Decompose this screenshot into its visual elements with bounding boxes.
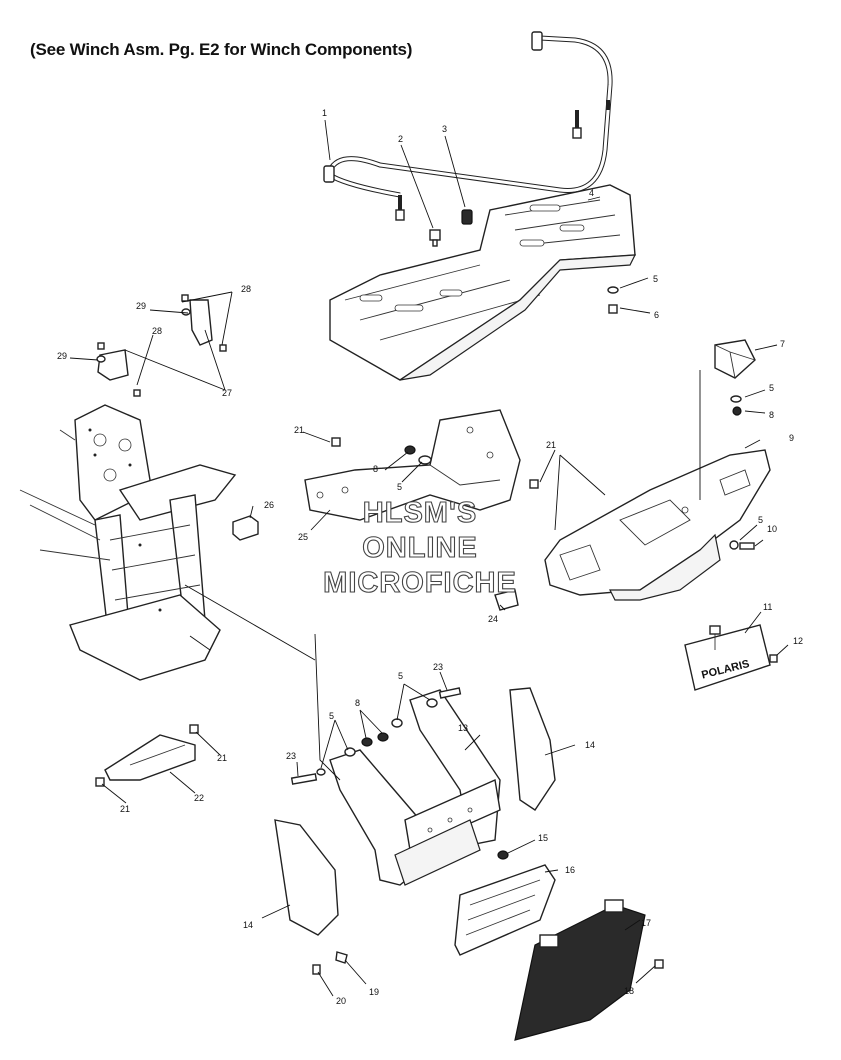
frame-skid-plate <box>95 724 199 787</box>
callout-18: 18 <box>624 986 634 996</box>
callout-numbers: 1 2 3 4 5 6 7 5 8 9 5 10 11 12 28 29 28 … <box>57 108 803 1006</box>
radiator-grille <box>454 864 556 956</box>
callout-17: 17 <box>641 918 651 928</box>
callout-3: 3 <box>442 124 447 134</box>
callout-27: 27 <box>222 388 232 398</box>
mud-flap <box>514 899 646 1041</box>
callout-28-lower: 28 <box>152 326 162 336</box>
small-screw-clip <box>312 951 348 975</box>
side-guard-left <box>274 819 339 936</box>
polaris-plate: POLARIS <box>684 624 771 691</box>
callout-5-bumper: 5 <box>758 515 763 525</box>
callout-21-bumper: 21 <box>546 440 556 450</box>
callout-28-upper: 28 <box>241 284 251 294</box>
callout-23-upper: 23 <box>433 662 443 672</box>
callout-24: 24 <box>488 614 498 624</box>
bracket-nut-washer <box>404 445 539 489</box>
callout-12: 12 <box>793 636 803 646</box>
watermark-line-2: ONLINE <box>362 532 478 564</box>
grille-nut <box>497 850 509 860</box>
callout-20: 20 <box>336 996 346 1006</box>
mount-bracket-lower <box>96 342 141 397</box>
callout-11: 11 <box>763 602 772 612</box>
callout-23-lower: 23 <box>286 751 296 761</box>
bracket-screw-upper <box>331 437 341 447</box>
callout-9: 9 <box>789 433 794 443</box>
callout-5-bracket: 5 <box>397 482 402 492</box>
bumper-mount-bracket <box>304 409 521 521</box>
callout-21-bracket: 21 <box>294 425 304 435</box>
bumper-bolt <box>729 540 755 550</box>
callout-8-light: 8 <box>769 410 774 420</box>
callout-6: 6 <box>654 310 659 320</box>
watermark-line-1: HLSM'S <box>363 497 477 529</box>
plate-screw <box>769 654 778 663</box>
guard-fasteners <box>290 687 462 785</box>
callout-29-upper: 29 <box>136 301 146 311</box>
front-rack-tube <box>323 31 613 221</box>
callout-16: 16 <box>565 865 575 875</box>
callout-22: 22 <box>194 793 204 803</box>
callout-8-guard: 8 <box>355 698 360 708</box>
watermark-line-3: MICROFICHE <box>323 567 517 599</box>
callout-26: 26 <box>264 500 274 510</box>
rack-bushing <box>461 209 473 225</box>
front-rack-panel <box>329 184 637 381</box>
callout-5-light: 5 <box>769 383 774 393</box>
rack-screw <box>608 304 618 314</box>
flap-screw <box>654 959 664 969</box>
callout-15: 15 <box>538 833 548 843</box>
callout-13: 13 <box>458 723 468 733</box>
callout-7: 7 <box>780 339 785 349</box>
plate-connect-lines <box>554 370 701 531</box>
callout-25: 25 <box>298 532 308 542</box>
bumper-light <box>714 339 756 379</box>
winch-reference-note: (See Winch Asm. Pg. E2 for Winch Compone… <box>30 40 413 59</box>
bumper-decal <box>494 589 519 611</box>
callout-10: 10 <box>767 524 777 534</box>
callout-5-rack: 5 <box>653 274 658 284</box>
brush-guard <box>329 689 501 886</box>
mount-bracket-upper <box>181 294 227 352</box>
bumper-block <box>232 515 259 541</box>
callout-5-guard-lower: 5 <box>329 711 334 721</box>
rack-washer <box>607 286 619 294</box>
side-guard-right <box>509 687 556 811</box>
callout-19: 19 <box>369 987 379 997</box>
callout-2: 2 <box>398 134 403 144</box>
callout-14-right: 14 <box>585 740 595 750</box>
watermark: HLSM'S ONLINE MICROFICHE <box>323 496 517 599</box>
callout-29-lower: 29 <box>57 351 67 361</box>
callout-leaders <box>69 119 789 997</box>
callout-4: 4 <box>589 188 594 198</box>
callout-14-left: 14 <box>243 920 253 930</box>
light-washer-nut <box>730 395 742 416</box>
callout-5-guard-upper: 5 <box>398 671 403 681</box>
callout-21-skid-right: 21 <box>217 753 227 763</box>
rack-bolt <box>429 229 441 247</box>
front-frame <box>19 404 237 681</box>
front-bumper <box>544 449 771 601</box>
callout-8-bracket: 8 <box>373 464 378 474</box>
callout-1: 1 <box>322 108 327 118</box>
callout-21-skid-left: 21 <box>120 804 130 814</box>
